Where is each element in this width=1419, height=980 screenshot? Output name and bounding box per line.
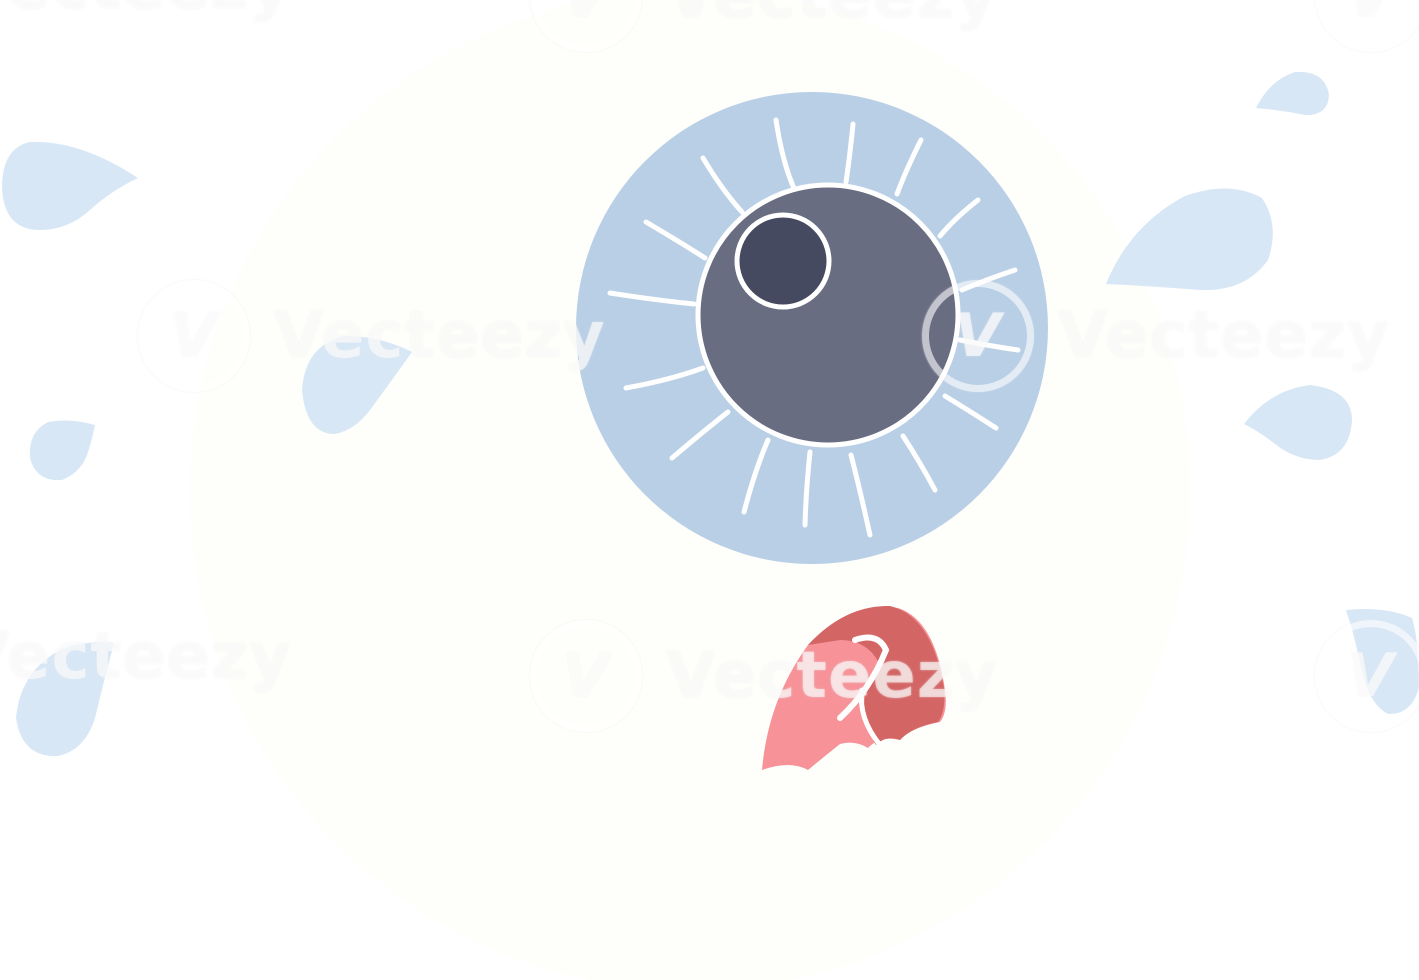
tear-drop — [302, 336, 412, 434]
tear-drop — [1106, 188, 1273, 291]
tear-drops — [2, 71, 1419, 757]
tear-drop — [16, 642, 114, 757]
pupil — [695, 182, 961, 448]
iris-lines — [607, 117, 1021, 538]
pupil-highlight — [734, 212, 832, 310]
tear-drop — [1244, 385, 1352, 460]
tear-drop — [2, 141, 138, 230]
tongue — [762, 605, 946, 770]
tear-drop — [29, 420, 95, 481]
tear-drop — [1256, 71, 1329, 116]
tear-drop — [1346, 609, 1419, 715]
